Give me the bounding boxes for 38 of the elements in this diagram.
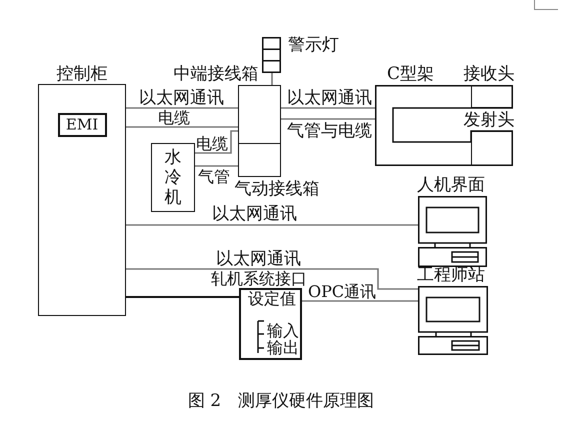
edge-label: 以太网通讯 bbox=[216, 251, 301, 268]
edge-label: OPC通讯 bbox=[308, 284, 376, 300]
edge-label: 电缆 bbox=[158, 110, 190, 126]
node-label: 发射头 bbox=[464, 112, 514, 128]
node-label: 工程师站 bbox=[417, 267, 485, 284]
node-label: 轧机系统接口 bbox=[211, 271, 307, 287]
edge-label: 以太网通讯 bbox=[287, 90, 372, 107]
connector-line bbox=[195, 165, 238, 167]
connector-line bbox=[126, 224, 418, 226]
connector-line bbox=[126, 268, 418, 290]
connector-line bbox=[281, 118, 375, 120]
connector-line bbox=[281, 107, 375, 109]
node-label: 输入 bbox=[267, 323, 299, 339]
node-label: 中端接线箱 bbox=[174, 66, 258, 82]
module-box bbox=[58, 112, 106, 136]
node-label: 警示灯 bbox=[288, 37, 339, 54]
edge-label: 气管 bbox=[198, 169, 230, 185]
node-label: 气动接线箱 bbox=[234, 180, 320, 198]
node-label: 设定值 bbox=[248, 291, 296, 307]
connector-line bbox=[271, 73, 273, 85]
node-label: 输出 bbox=[267, 340, 299, 356]
edge-label: 电缆 bbox=[196, 136, 228, 152]
connector-line bbox=[302, 300, 418, 302]
node-label: EMI bbox=[66, 117, 98, 132]
node-label: 接收头 bbox=[464, 66, 514, 82]
connector-line bbox=[195, 130, 238, 154]
edge-label: 以太网通讯 bbox=[212, 206, 297, 223]
edge-label: 以太网通讯 bbox=[139, 90, 224, 107]
node-label: 水冷机 bbox=[164, 146, 182, 208]
edge-label: 气管与电缆 bbox=[287, 123, 372, 140]
chiller-box bbox=[151, 143, 195, 212]
node-label: 控制柜 bbox=[56, 66, 108, 82]
node-label: C型架 bbox=[387, 66, 434, 83]
connector-line bbox=[126, 107, 238, 109]
connector-line bbox=[126, 296, 239, 298]
caption: 图 2 测厚仪硬件原理图 bbox=[188, 393, 374, 410]
connector-line bbox=[126, 126, 238, 128]
node-label: 人机界面 bbox=[417, 177, 485, 194]
